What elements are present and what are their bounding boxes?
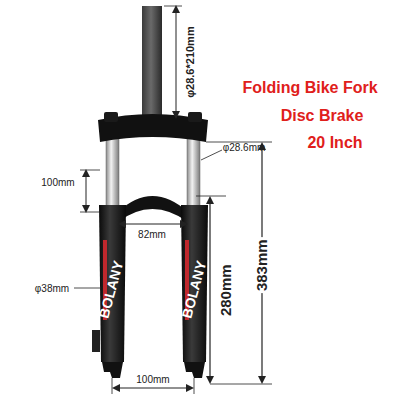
dropout xyxy=(184,362,205,378)
dimension-line xyxy=(86,173,87,209)
dimension-label: φ38mm xyxy=(35,283,69,294)
dimension-line xyxy=(209,200,210,380)
extension-line xyxy=(196,196,226,197)
disc-mount xyxy=(92,330,100,352)
fork-arch xyxy=(118,196,188,222)
leader-line xyxy=(74,288,100,289)
dimension-label: 100mm xyxy=(134,374,171,385)
product-title: Folding Bike Fork xyxy=(242,79,377,97)
extension-line xyxy=(112,378,113,394)
product-spec: Disc Brake xyxy=(281,107,364,125)
leader-line xyxy=(201,150,222,160)
extension-line xyxy=(194,378,195,394)
dimension-label: 280mm xyxy=(218,264,235,316)
extension-line xyxy=(80,170,100,171)
dimension-line xyxy=(116,388,190,389)
extension-line xyxy=(164,6,182,7)
steerer-tube xyxy=(142,6,162,118)
extension-line xyxy=(210,384,272,385)
product-spec: 20 Inch xyxy=(307,134,362,152)
dimension-label: φ28.6*210mm xyxy=(184,26,196,97)
top-cap xyxy=(188,112,202,122)
dimension-label: 383mm xyxy=(254,237,271,293)
extension-line xyxy=(80,212,100,213)
dropout xyxy=(102,362,123,378)
dimension-line xyxy=(176,9,177,115)
dimension-label: 82mm xyxy=(138,229,166,240)
dimension-label: φ28.6mm xyxy=(223,142,266,153)
top-cap xyxy=(104,112,118,122)
dimension-line xyxy=(122,224,184,225)
dimension-label: 100mm xyxy=(41,177,74,188)
